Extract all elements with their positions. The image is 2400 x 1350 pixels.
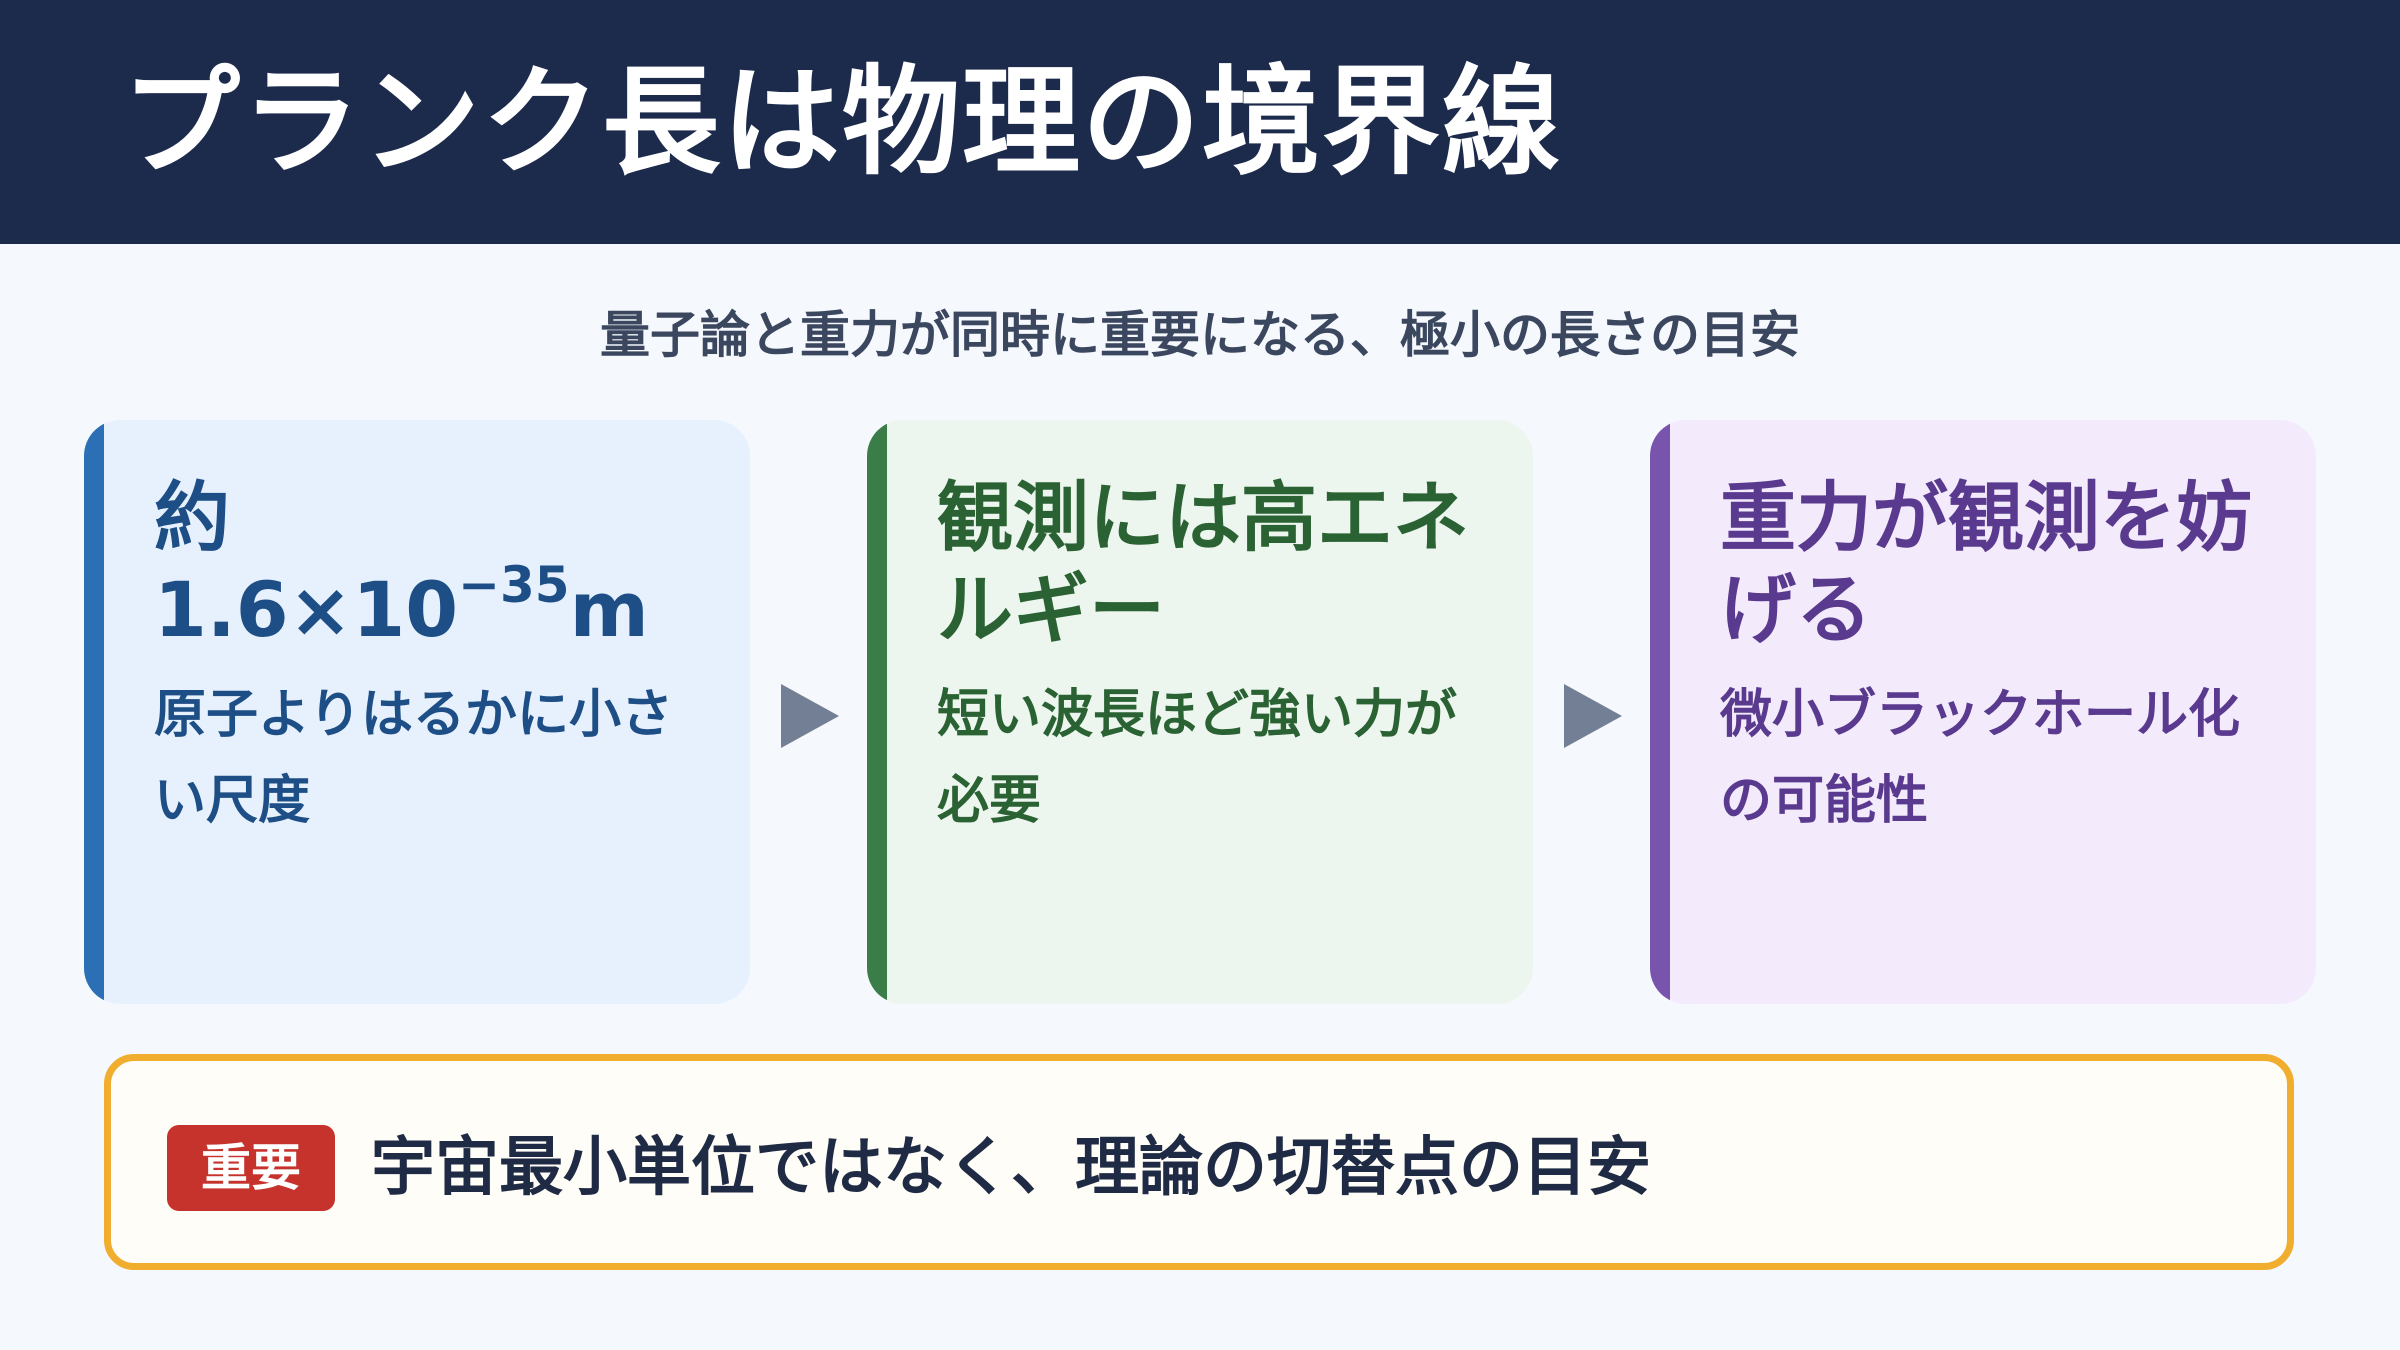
card-text-high-energy: 短い波長ほど強い力が必要 bbox=[937, 685, 1458, 831]
card-title-unit: m bbox=[569, 565, 649, 654]
card-title-high-energy: 観測には高エネルギー bbox=[937, 473, 1469, 654]
arrow-right-icon bbox=[1564, 684, 1622, 748]
card-title-exponent: −35 bbox=[458, 556, 570, 614]
card-text-gravity: 微小ブラックホール化の可能性 bbox=[1720, 685, 2241, 831]
card-text-planck-length: 原子よりはるかに小さい尺度 bbox=[154, 685, 673, 831]
card-title-value: 1.6×10 bbox=[154, 565, 459, 654]
callout-text: 宇宙最小単位ではなく、理論の切替点の目安 bbox=[371, 1131, 1651, 1205]
card-title-prefix: 約 bbox=[154, 473, 230, 562]
important-callout: 重要 宇宙最小単位ではなく、理論の切替点の目安 bbox=[104, 1054, 2294, 1270]
important-badge: 重要 bbox=[167, 1125, 335, 1211]
arrow-right-icon bbox=[781, 684, 839, 748]
subtitle: 量子論と重力が同時に重要になる、極小の長さの目安 bbox=[600, 306, 1800, 364]
card-title-gravity: 重力が観測を妨げる bbox=[1720, 473, 2252, 654]
card-high-energy: 観測には高エネルギー 短い波長ほど強い力が必要 bbox=[867, 420, 1533, 1004]
header-bar: プランク長は物理の境界線 bbox=[0, 0, 2400, 244]
card-gravity: 重力が観測を妨げる 微小ブラックホール化の可能性 bbox=[1650, 420, 2316, 1004]
page-title: プランク長は物理の境界線 bbox=[122, 53, 1563, 191]
